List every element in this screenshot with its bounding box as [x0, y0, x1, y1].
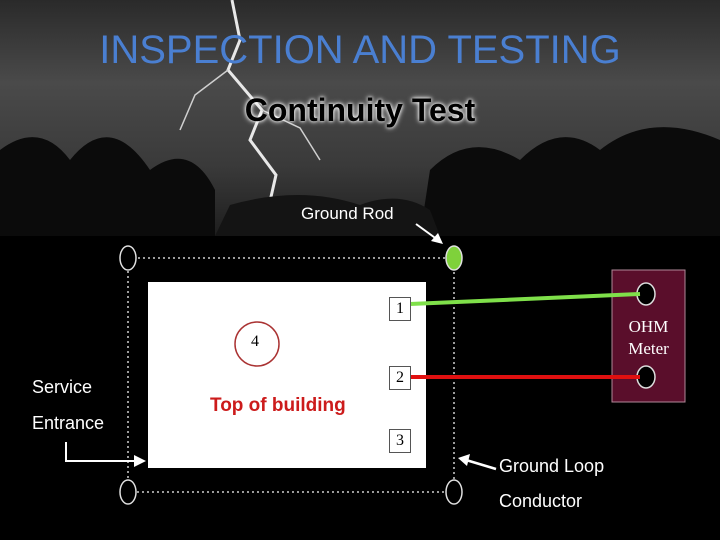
ground-rod-bottom-right [445, 479, 463, 505]
ground-rod-top-right [445, 245, 463, 271]
entrance-label: Entrance [32, 413, 105, 433]
ground-rod-bottom-left [119, 479, 137, 505]
test-point-1: 1 [389, 297, 411, 321]
service-label: Service [32, 377, 93, 397]
lightning-bolt-icon [0, 0, 720, 236]
ground-loop-label: Ground Loop [499, 456, 605, 476]
ohm-meter-line2: Meter [628, 339, 669, 358]
green-test-lead [409, 292, 641, 306]
page-subtitle: Continuity Test [244, 92, 476, 128]
top-of-building-label: Top of building [210, 395, 346, 416]
test-point-3: 3 [389, 429, 411, 453]
ground-loop-arrow [465, 458, 497, 471]
ohm-meter-line1: OHM [628, 317, 669, 336]
test-point-4-label: 4 [251, 333, 259, 350]
ground-rod-label: Ground Rod [301, 204, 394, 223]
building-roof [148, 282, 426, 468]
lightning-photo-background [0, 0, 720, 236]
test-point-2: 2 [389, 366, 411, 390]
page-title: INSPECTION AND TESTING [99, 28, 621, 72]
test-point-4-circle [234, 321, 280, 367]
ground-rod-top-left [119, 245, 137, 271]
service-entrance-arrow [65, 442, 140, 462]
ohm-meter-label: OHM Meter [612, 316, 685, 360]
conductor-label: Conductor [499, 491, 583, 511]
